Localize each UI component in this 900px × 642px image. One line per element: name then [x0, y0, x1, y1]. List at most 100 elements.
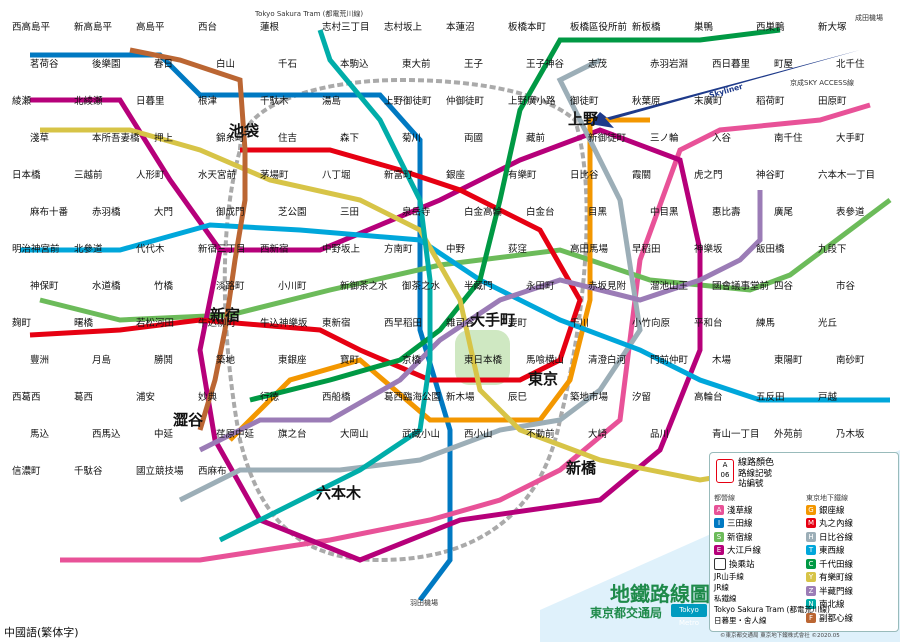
station-label[interactable]: 有樂町	[508, 169, 537, 181]
station-label[interactable]: 王子神谷	[526, 58, 565, 70]
station-label[interactable]: 西麻布	[198, 465, 227, 477]
station-label[interactable]: 光丘	[818, 317, 838, 329]
station-label[interactable]: 浦安	[136, 391, 155, 403]
station-label[interactable]: 小竹向原	[632, 317, 670, 329]
station-label[interactable]: 方南町	[384, 243, 413, 255]
station-label[interactable]: 芝公園	[278, 206, 307, 218]
station-label[interactable]: 綾瀬	[12, 95, 32, 107]
station-label[interactable]: 信濃町	[12, 465, 41, 477]
station-label[interactable]: 豐洲	[30, 354, 49, 366]
station-label[interactable]: 小川町	[278, 281, 307, 292]
station-label[interactable]: 九段下	[818, 243, 847, 255]
station-label[interactable]: 新木場	[446, 391, 475, 403]
station-label[interactable]: 菊川	[402, 133, 421, 144]
station-label[interactable]: 西台	[198, 21, 217, 33]
station-label[interactable]: 西日暮里	[712, 58, 750, 70]
station-label[interactable]: 両國	[464, 133, 483, 144]
station-label[interactable]: 赤羽岩淵	[650, 58, 688, 70]
station-label[interactable]: 表參道	[836, 206, 865, 218]
station-label[interactable]: 中延	[154, 428, 174, 440]
station-label[interactable]: 日比谷	[570, 169, 599, 181]
station-label[interactable]: 新御徒町	[588, 132, 627, 144]
station-label[interactable]: 國立競技場	[136, 465, 184, 477]
station-label[interactable]: 入谷	[712, 133, 732, 144]
station-label[interactable]: 新御茶之水	[340, 280, 388, 292]
station-label[interactable]: 東大前	[402, 58, 431, 70]
station-label[interactable]: 高島平	[136, 21, 165, 33]
station-label[interactable]: 霞關	[632, 170, 651, 181]
station-label[interactable]: 西葛西	[12, 391, 41, 403]
station-label[interactable]: 赤羽橋	[92, 206, 121, 218]
station-label[interactable]: 麻布十番	[30, 206, 69, 218]
station-label[interactable]: 惠比壽	[712, 206, 741, 218]
station-label[interactable]: 溜池山王	[650, 280, 689, 292]
station-label[interactable]: 日暮里	[136, 95, 165, 107]
station-label[interactable]: 根津	[198, 95, 218, 107]
station-label[interactable]: 蓮根	[260, 21, 280, 33]
station-label[interactable]: 千駄谷	[74, 465, 103, 477]
station-label[interactable]: 森下	[340, 132, 359, 144]
station-label[interactable]: 板橋本町	[508, 21, 547, 33]
station-label[interactable]: 馬込	[30, 429, 50, 440]
station-label[interactable]: 神樂坂	[694, 243, 723, 255]
station-label[interactable]: 湯島	[322, 95, 341, 107]
station-label[interactable]: 人形町	[136, 169, 165, 181]
station-label[interactable]: 高田馬場	[570, 243, 609, 255]
station-label[interactable]: 若松河田	[136, 317, 174, 329]
station-label[interactable]: 押上	[154, 132, 174, 144]
station-label[interactable]: 御成門	[216, 206, 245, 218]
station-label[interactable]: 新板橋	[632, 21, 661, 33]
station-ikebukuro[interactable]: 池袋	[229, 122, 260, 140]
station-label[interactable]: 馬喰横山	[526, 354, 564, 366]
station-label[interactable]: 月島	[92, 354, 111, 366]
station-label[interactable]: 西船橋	[322, 391, 351, 403]
station-label[interactable]: 田原町	[818, 96, 847, 107]
station-label[interactable]: 外苑前	[774, 428, 803, 440]
station-label[interactable]: 平和台	[694, 317, 723, 329]
station-label[interactable]: 三ノ輪	[650, 132, 679, 144]
station-label[interactable]: 妙典	[198, 391, 218, 403]
station-otemachi[interactable]: 大手町	[470, 311, 515, 329]
station-label[interactable]: 住吉	[278, 132, 297, 144]
station-label[interactable]: 錦糸町	[216, 132, 245, 144]
station-shibuya[interactable]: 澀谷	[173, 411, 204, 429]
station-label[interactable]: 泉岳寺	[402, 206, 431, 218]
station-label[interactable]: 旗之台	[278, 428, 307, 440]
station-label[interactable]: 勝鬨	[154, 354, 173, 366]
station-tokyo[interactable]: 東京	[528, 370, 558, 388]
station-label[interactable]: 白山	[216, 58, 235, 70]
station-label[interactable]: 西小山	[464, 429, 493, 440]
station-label[interactable]: 新富町	[384, 169, 413, 181]
station-label[interactable]: 白金台	[526, 206, 555, 218]
station-label[interactable]: 王子	[464, 59, 484, 70]
station-label[interactable]: 西早稻田	[384, 318, 422, 329]
station-label[interactable]: 北千住	[836, 58, 865, 70]
station-label[interactable]: 中野	[446, 243, 466, 255]
station-label[interactable]: 千駄木	[260, 95, 289, 107]
station-label[interactable]: 飯田橋	[756, 243, 785, 255]
station-label[interactable]: 品川	[650, 429, 669, 440]
station-label[interactable]: 練馬	[756, 317, 775, 329]
station-label[interactable]: 葛西	[74, 391, 93, 403]
station-label[interactable]: 南千住	[774, 132, 803, 144]
station-label[interactable]: 不動前	[526, 428, 555, 440]
station-label[interactable]: 代代木	[136, 243, 165, 255]
station-label[interactable]: 西高島平	[12, 21, 51, 33]
station-label[interactable]: 京橋	[402, 354, 422, 366]
station-label[interactable]: 麹町	[12, 317, 32, 329]
station-label[interactable]: 葛西臨海公園	[384, 391, 441, 403]
station-label[interactable]: 西巣鴨	[756, 21, 785, 33]
station-label[interactable]: 廣尾	[774, 206, 793, 218]
station-shimbashi[interactable]: 新橋	[566, 459, 597, 477]
station-label[interactable]: 築地市場	[570, 391, 609, 403]
station-label[interactable]: 東新宿	[322, 317, 351, 329]
station-label[interactable]: 春日	[154, 58, 173, 70]
station-label[interactable]: 三田	[340, 207, 359, 218]
station-label[interactable]: 三越前	[74, 169, 103, 181]
station-label[interactable]: 稻荷町	[756, 96, 785, 107]
station-label[interactable]: 神谷町	[756, 169, 785, 181]
station-label[interactable]: 本駒込	[340, 58, 369, 70]
station-label[interactable]: 後樂園	[92, 58, 121, 70]
station-label[interactable]: 藏前	[526, 132, 545, 144]
station-label[interactable]: 永田町	[526, 280, 555, 292]
